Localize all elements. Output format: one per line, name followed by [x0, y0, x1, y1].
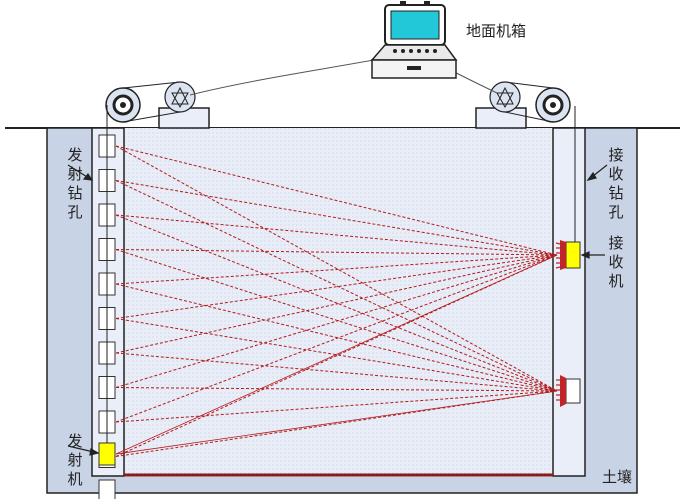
pulley-left: [105, 81, 210, 129]
soil-label: 土壤: [602, 468, 633, 486]
ray-path: [115, 180, 558, 392]
ray-path: [115, 180, 558, 256]
rx-borehole: [552, 127, 586, 477]
ray-path: [115, 254, 558, 319]
ray-path: [115, 145, 558, 392]
ray-path: [115, 254, 558, 457]
ray-paths: [115, 145, 558, 457]
crosshole-region: [123, 128, 555, 477]
ray-path-active: [115, 254, 558, 455]
ray-path: [115, 390, 558, 423]
tx-position-slot: [98, 479, 116, 503]
ray-path: [115, 254, 558, 388]
ground-unit-label: 地面机箱: [466, 22, 527, 40]
ray-path: [115, 318, 558, 392]
rx-unit-label: 接收机: [608, 234, 624, 290]
ray-path: [115, 214, 558, 392]
ray-path: [115, 249, 558, 256]
ray-path: [115, 214, 558, 256]
pulley-right: [475, 81, 571, 129]
ray-path: [115, 352, 558, 392]
rx-borehole-label: 接收钻孔: [608, 146, 624, 221]
ray-path: [115, 254, 558, 423]
ray-path: [115, 283, 558, 392]
ground-unit: [370, 1, 458, 79]
tx-unit-label: 发射机: [67, 432, 83, 488]
ray-path: [115, 254, 558, 354]
receiver-lower: [556, 375, 581, 407]
transmitter-device: [98, 442, 116, 466]
ray-path-active: [115, 390, 558, 455]
ray-path: [115, 254, 558, 285]
receiver-upper: [555, 240, 581, 270]
ray-path: [115, 390, 558, 457]
tx-positions: [98, 134, 116, 503]
cable-left: [189, 57, 386, 96]
tx-borehole-label: 发射钻孔: [67, 146, 83, 221]
ray-path: [115, 387, 558, 392]
ray-path: [115, 145, 558, 256]
ray-path: [115, 249, 558, 392]
